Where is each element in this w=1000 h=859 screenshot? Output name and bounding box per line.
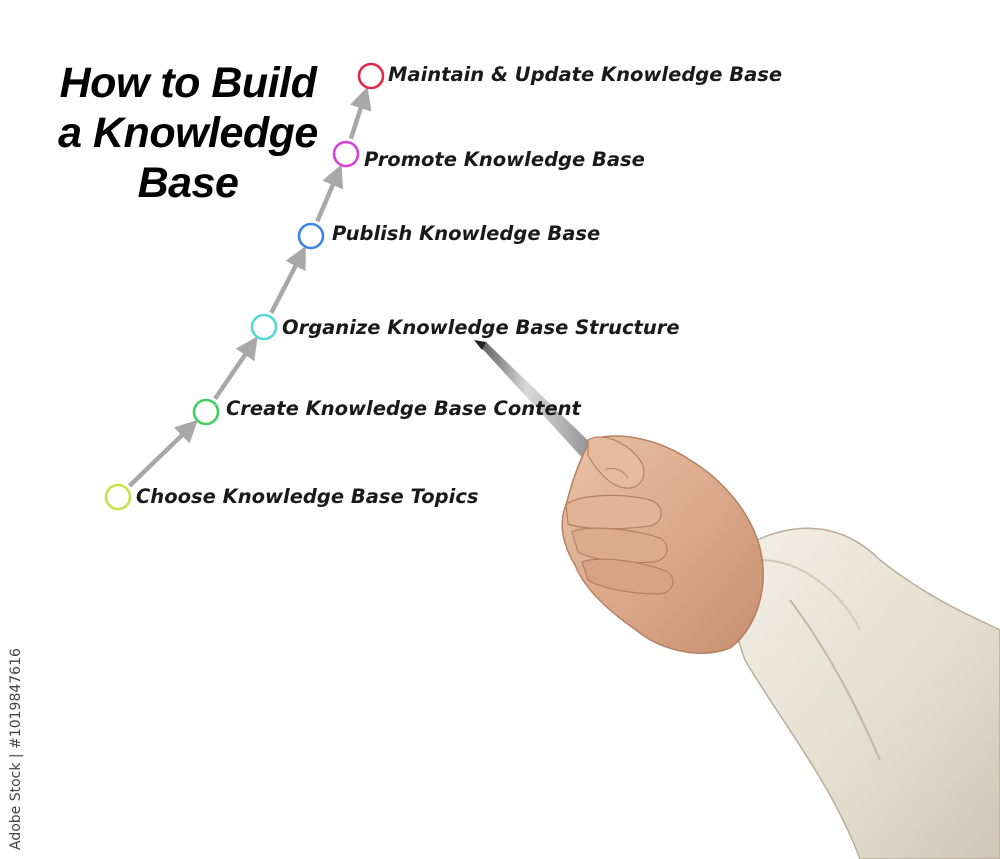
step-arrow [315, 164, 344, 223]
step-circle-organize-structure [250, 313, 278, 341]
step-circle-maintain-update [357, 62, 385, 90]
shirt-sleeve [731, 527, 1000, 859]
step-arrow [348, 86, 372, 140]
step-circle-choose-topics [104, 483, 132, 511]
step-label-publish: Publish Knowledge Base [332, 222, 601, 245]
step-arrow [127, 419, 198, 488]
step-circle-promote [332, 140, 360, 168]
title-line-3: Base [137, 159, 239, 207]
step-circle-create-content [192, 398, 220, 426]
title-line-1: How to Build [59, 59, 317, 107]
title-line-2: a Knowledge [58, 109, 318, 157]
step-circle-publish [297, 222, 325, 250]
diagram-title: How to Build a Knowledge Base [28, 58, 348, 208]
stock-credit: Adobe Stock | #1019847616 [8, 648, 24, 850]
step-arrow [213, 336, 258, 401]
step-label-organize-structure: Organize Knowledge Base Structure [282, 316, 680, 339]
step-label-choose-topics: Choose Knowledge Base Topics [136, 485, 479, 508]
step-label-maintain-update: Maintain & Update Knowledge Base [388, 63, 783, 86]
step-label-create-content: Create Knowledge Base Content [226, 397, 581, 420]
step-arrow [269, 245, 306, 314]
step-arrows [127, 86, 372, 488]
step-label-promote: Promote Knowledge Base [364, 148, 645, 171]
hand-with-pen-illustration [474, 340, 1000, 859]
step-markers [104, 62, 385, 511]
